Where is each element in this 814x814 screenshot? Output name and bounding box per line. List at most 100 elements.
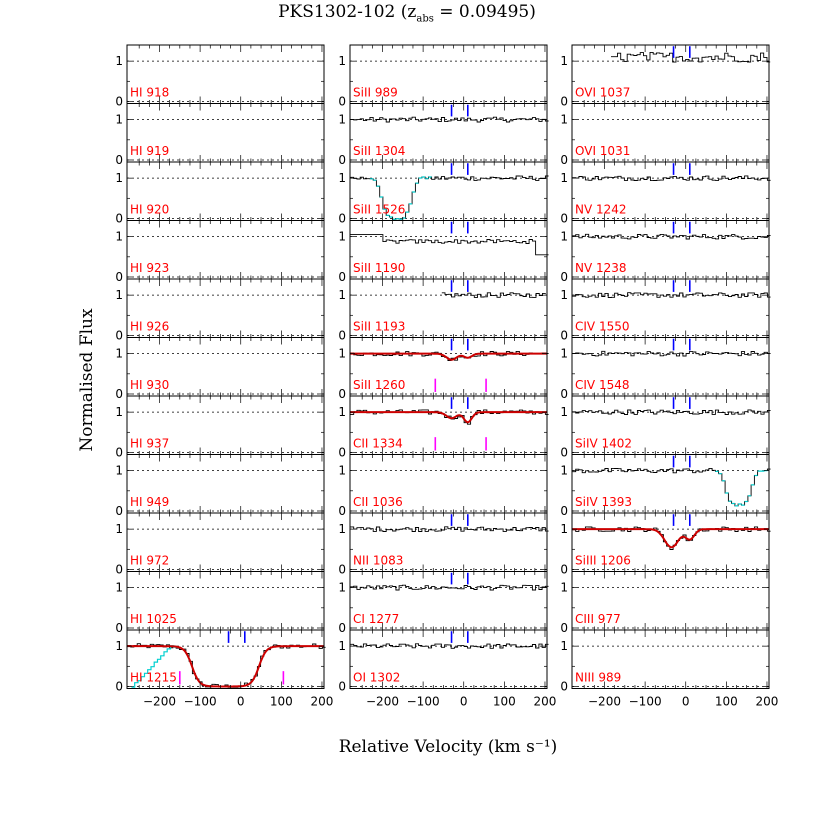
panel-frame — [126, 629, 325, 689]
y-tick-label: 1 — [115, 347, 123, 361]
y-tick-label: 1 — [560, 639, 568, 653]
fit-profile — [572, 528, 769, 549]
y-tick-label: 1 — [338, 581, 346, 595]
line-label: HI 920 — [130, 203, 169, 217]
x-tick-label: 0 — [460, 695, 468, 709]
y-tick-label: 1 — [560, 54, 568, 68]
line-label: SiII 1193 — [353, 320, 405, 334]
flux-spectrum — [441, 292, 546, 298]
y-tick-label: 1 — [560, 347, 568, 361]
y-tick-label: 0 — [560, 328, 568, 342]
y-tick-label: 0 — [338, 679, 346, 693]
x-tick-label: 0 — [682, 695, 690, 709]
y-axis-label: Normalised Flux — [77, 308, 97, 452]
flux-spectrum — [350, 643, 549, 649]
line-label: HI 923 — [130, 261, 169, 275]
x-tick-label: 100 — [715, 695, 738, 709]
y-tick-label: 0 — [115, 270, 123, 284]
x-tick-label: −100 — [407, 695, 440, 709]
flux-spectrum — [572, 409, 771, 415]
blend-spectrum — [131, 645, 177, 688]
y-tick-label: 0 — [560, 562, 568, 576]
x-tick-label: 100 — [270, 695, 293, 709]
panel: 0 1 HI 918 — [115, 44, 325, 108]
y-tick-label: 1 — [338, 522, 346, 536]
flux-spectrum — [572, 233, 771, 240]
line-label: SiII 1304 — [353, 144, 405, 158]
y-tick-label: 0 — [338, 211, 346, 225]
y-tick-label: 1 — [115, 230, 123, 244]
y-tick-label: 0 — [115, 94, 123, 108]
y-tick-label: 0 — [338, 328, 346, 342]
x-tick-label: −100 — [629, 695, 662, 709]
y-tick-label: 1 — [115, 581, 123, 595]
fit-profile — [127, 645, 324, 688]
flux-spectrum — [350, 234, 549, 256]
line-label: CI 1277 — [353, 612, 399, 626]
fit-profile — [350, 352, 547, 361]
line-label: HI 930 — [130, 378, 169, 392]
fit-profile — [350, 411, 547, 424]
y-tick-label: 1 — [338, 288, 346, 302]
flux-spectrum — [572, 175, 771, 182]
y-tick-label: 1 — [338, 54, 346, 68]
flux-spectrum — [350, 116, 549, 123]
line-label: SiII 1260 — [353, 378, 405, 392]
line-label: NII 1083 — [353, 554, 403, 568]
line-label: SiII 989 — [353, 86, 398, 100]
y-tick-label: 1 — [115, 522, 123, 536]
y-tick-label: 1 — [560, 522, 568, 536]
line-label: NIII 989 — [575, 671, 621, 685]
y-tick-label: 0 — [115, 621, 123, 635]
y-tick-label: 1 — [115, 288, 123, 302]
line-label: SiIV 1393 — [575, 495, 632, 509]
line-label: CII 1036 — [353, 495, 403, 509]
line-label: HI 937 — [130, 437, 169, 451]
chart-title: PKS1302-102 (zabs = 0.09495) — [278, 2, 536, 25]
y-tick-label: 1 — [560, 113, 568, 127]
y-tick-label: 0 — [115, 387, 123, 401]
y-tick-label: 1 — [338, 639, 346, 653]
x-tick-label: −100 — [184, 695, 217, 709]
line-label: HI 972 — [130, 554, 169, 568]
line-label: HI 926 — [130, 320, 169, 334]
panel-frame — [571, 629, 770, 689]
line-label: HI 918 — [130, 86, 169, 100]
flux-spectrum — [611, 51, 771, 63]
x-tick-label: 100 — [493, 695, 516, 709]
x-tick-label: 200 — [756, 695, 779, 709]
y-tick-label: 1 — [115, 639, 123, 653]
panel-frame — [349, 629, 548, 689]
y-tick-label: 0 — [115, 504, 123, 518]
flux-spectrum — [350, 584, 549, 591]
y-tick-label: 0 — [560, 94, 568, 108]
line-label: CIII 977 — [575, 612, 621, 626]
y-tick-label: 0 — [560, 621, 568, 635]
y-tick-label: 0 — [560, 270, 568, 284]
flux-spectrum — [572, 292, 771, 298]
y-tick-label: 1 — [115, 54, 123, 68]
y-tick-label: 1 — [338, 113, 346, 127]
y-tick-label: 0 — [560, 153, 568, 167]
x-tick-label: 200 — [311, 695, 334, 709]
line-label: SiIV 1402 — [575, 437, 632, 451]
line-label: NV 1242 — [575, 203, 627, 217]
y-tick-label: 1 — [338, 464, 346, 478]
x-tick-label: −200 — [143, 695, 176, 709]
y-tick-label: 0 — [338, 621, 346, 635]
